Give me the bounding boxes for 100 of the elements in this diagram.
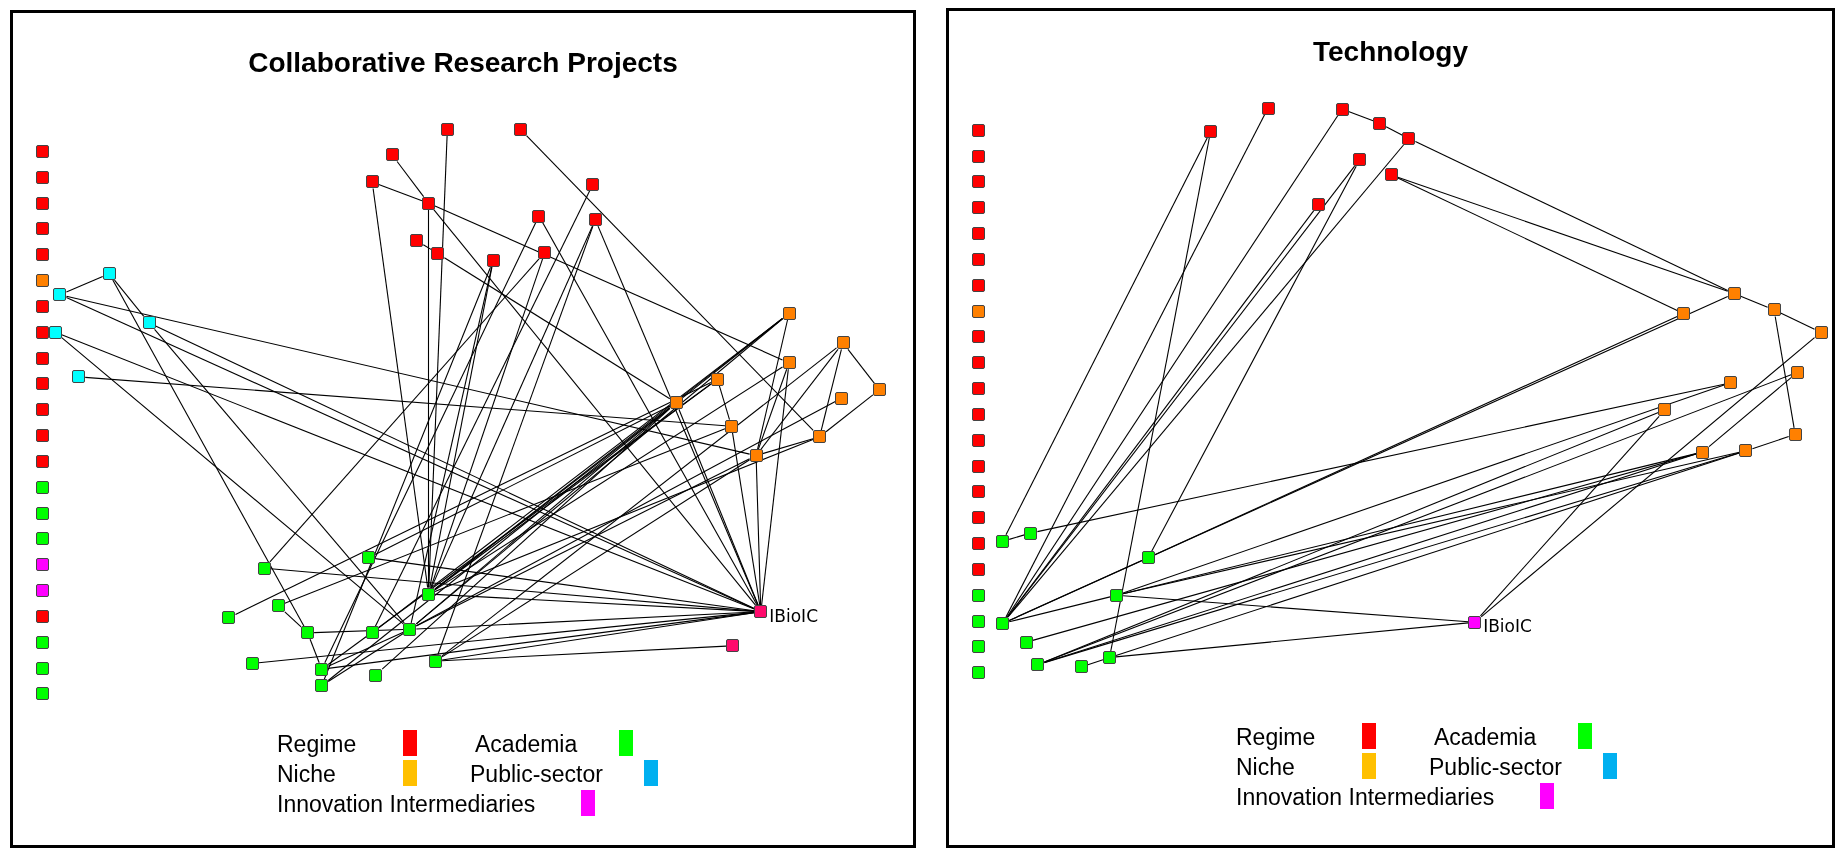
connector-line [1122,595,1469,623]
connector-line [396,160,425,198]
network-node [365,175,379,189]
connector-line [1154,315,1678,556]
network-node [513,122,527,136]
connector-line [1151,165,1357,552]
network-node [35,687,49,701]
network-node [315,679,329,693]
network-node [422,587,436,601]
connector-line [113,279,145,317]
network-node [35,248,49,262]
connector-line [1005,137,1208,536]
network-node [35,609,49,623]
network-node [971,433,985,447]
network-node [971,588,985,602]
network-node [369,668,383,682]
connector-line [323,266,492,680]
connector-line [441,612,755,661]
network-node [1791,365,1805,379]
network-node [142,316,156,330]
network-node [971,382,985,396]
connector-line [374,558,755,612]
connector-line [1780,312,1816,330]
network-node [35,274,49,288]
legend-label: Niche [1236,756,1295,779]
connector-line [372,187,429,589]
node-label: IBioIC [1483,618,1532,636]
network-node [971,407,985,421]
network-node [971,149,985,163]
network-node [971,537,985,551]
network-node [971,666,985,680]
connector-line [1115,622,1469,658]
network-node [486,254,500,268]
connector-line [112,279,305,627]
connector-line [381,408,671,670]
legend-label: Niche [277,763,336,786]
network-node [782,356,796,370]
network-node [971,511,985,525]
network-node [971,304,985,318]
network-node [996,616,1010,630]
connector-line [731,432,761,606]
network-node [1767,303,1781,317]
legend-label: Innovation Intermediaries [1236,786,1495,809]
connector-line [433,209,757,606]
connector-line [762,438,814,455]
connector-line [428,135,448,589]
connector-line [327,631,404,667]
network-node [1402,132,1416,146]
connector-line [1036,383,1725,533]
network-node [971,330,985,344]
connector-line [1397,177,1678,311]
legend-label: Public-sector [470,763,603,786]
network-node [35,196,49,210]
network-node [1727,287,1741,300]
connector-line [309,638,320,664]
network-node [1468,615,1482,629]
legend-label: Public-sector [1429,756,1562,779]
connector-line [1708,377,1792,448]
network-node [257,561,271,575]
network-node [440,122,454,136]
connector-line [65,295,751,455]
network-node [315,662,329,676]
connector-line [1414,141,1729,291]
connector-line [415,611,755,630]
network-node [35,429,49,443]
network-node [35,299,49,313]
network-node [1724,376,1738,390]
node-label: IBioIC [769,607,818,625]
connector-line [269,258,540,563]
network-node [35,635,49,649]
connector-line [327,632,404,683]
network-node [35,403,49,417]
connector-line [415,400,836,627]
connector-line [542,221,758,606]
network-node [971,252,985,266]
network-node [538,245,552,259]
connector-line [324,221,537,664]
network-node [971,614,985,628]
connector-line [820,348,842,431]
legend-label: Academia [1434,726,1537,749]
connector-line [430,258,544,589]
connector-line [1005,113,1266,618]
network-node [35,222,49,236]
connector-line [1087,659,1104,666]
network-node [1788,427,1802,441]
connector-line [1007,144,1405,618]
network-node [836,336,850,350]
network-node [48,325,62,339]
connector-line [441,645,727,662]
connector-line [434,205,784,361]
network-node [35,506,49,520]
connector-line [327,407,671,682]
panel-title: Technology [1311,38,1469,66]
network-node [754,605,768,619]
network-node [35,480,49,494]
connector-line [718,385,731,421]
connector-line [1008,560,1143,622]
connector-line [1043,374,1792,663]
network-node [1261,101,1275,115]
network-node [1695,445,1709,459]
